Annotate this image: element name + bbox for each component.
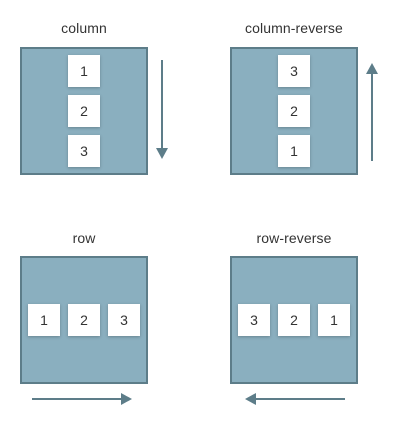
flex-item: 3 [68,135,100,167]
panel-column: column 1 2 3 [0,0,190,200]
flex-item: 2 [68,95,100,127]
panel-row: row 1 2 3 [0,212,190,412]
panel-title-row: row [72,230,96,246]
flex-item: 3 [278,55,310,87]
arrow-up-icon [365,62,379,162]
flex-item: 2 [278,304,310,336]
panel-title-row-reverse: row-reverse [256,230,332,246]
panel-title-column-reverse: column-reverse [245,20,343,36]
flex-item: 1 [278,135,310,167]
flex-item: 3 [238,304,270,336]
flex-container-column-reverse: 1 2 3 [230,47,358,175]
flex-item: 1 [28,304,60,336]
flex-item: 3 [108,304,140,336]
flex-item: 2 [68,304,100,336]
flex-item: 1 [68,55,100,87]
flex-container-row-reverse: 1 2 3 [230,256,358,384]
flex-item: 2 [278,95,310,127]
panel-column-reverse: column-reverse 1 2 3 [210,0,400,200]
arrow-left-icon [244,392,346,406]
panel-row-reverse: row-reverse 1 2 3 [210,212,400,412]
arrow-right-icon [32,392,134,406]
flex-container-row: 1 2 3 [20,256,148,384]
arrow-down-icon [155,60,169,160]
flex-container-column: 1 2 3 [20,47,148,175]
panel-title-column: column [61,20,107,36]
flex-item: 1 [318,304,350,336]
